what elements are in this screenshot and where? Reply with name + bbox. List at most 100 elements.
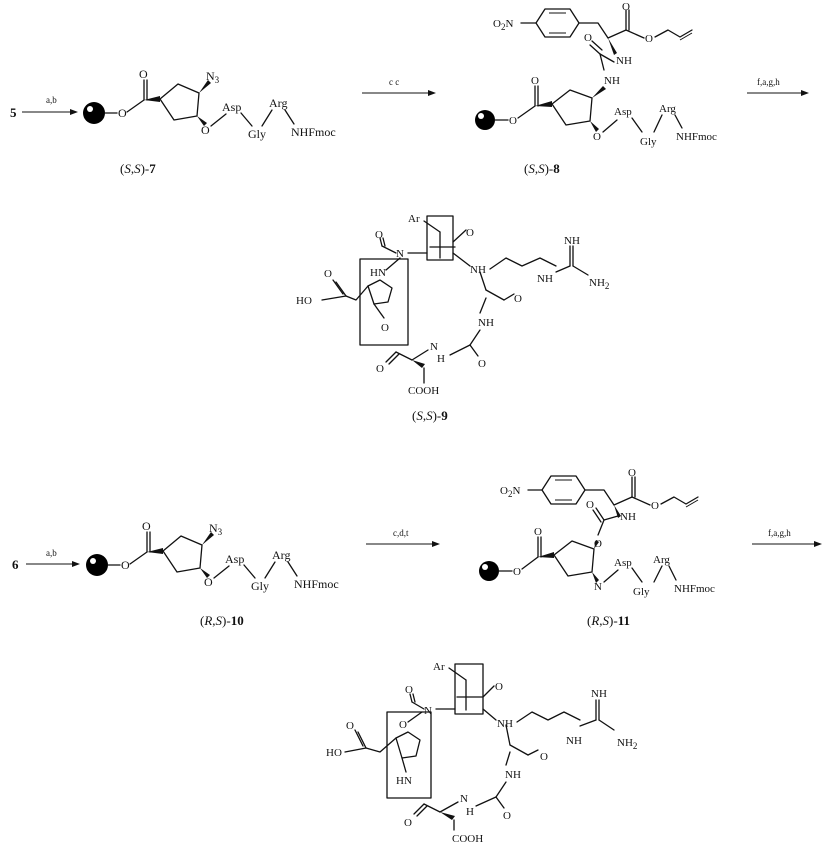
cooh-9: COOH bbox=[408, 385, 439, 397]
allyl-ester-oxygen: O bbox=[645, 33, 653, 45]
carbonyl-oxygen: O bbox=[534, 526, 542, 538]
asp-residue: Asp bbox=[225, 552, 244, 566]
guanidine-imine-nh: NH bbox=[591, 688, 607, 700]
urea-nh-bottom: NH bbox=[604, 75, 620, 87]
acid-ho-12: HO bbox=[326, 747, 342, 759]
amide-oxygen-9b: O bbox=[466, 227, 474, 239]
nhfmoc-group: NHFmoc bbox=[674, 583, 715, 595]
urea-oxygen: O bbox=[584, 32, 592, 44]
nhfmoc-group: NHFmoc bbox=[676, 131, 717, 143]
guanidine-imine-nh: NH bbox=[564, 235, 580, 247]
amide-oxygen-12c: O bbox=[540, 751, 548, 763]
amine-n-11: N bbox=[594, 581, 602, 593]
arg-residue: Arg bbox=[272, 548, 290, 562]
ring-oxygen-9: O bbox=[381, 322, 389, 334]
arg-residue: Arg bbox=[653, 554, 670, 566]
cyclopropyl-box bbox=[426, 215, 454, 261]
ester-oxygen: O bbox=[118, 106, 127, 120]
carbamate-carbonyl-oxygen: O bbox=[586, 499, 594, 511]
acid-oxygen-9: O bbox=[324, 268, 332, 280]
amide-n-12e: N bbox=[460, 793, 468, 805]
asp-residue: Asp bbox=[614, 557, 632, 569]
arrow-8-to-9 bbox=[747, 90, 809, 96]
ester-oxygen: O bbox=[509, 115, 517, 127]
nhfmoc-group: NHFmoc bbox=[294, 577, 339, 591]
amide-oxygen-12d: O bbox=[503, 810, 511, 822]
guanidine-nh2: NH2 bbox=[617, 737, 637, 751]
arg-residue: Arg bbox=[269, 96, 287, 110]
nitro-group: O2N bbox=[500, 485, 520, 499]
acid-oxygen-12: O bbox=[346, 720, 354, 732]
acid-ho-9: HO bbox=[296, 295, 312, 307]
carbamate-nh: NH bbox=[620, 511, 636, 523]
compound-10-label: (R,S)-10 bbox=[200, 613, 244, 628]
carbonyl-oxygen: O bbox=[142, 519, 151, 533]
bead-highlight bbox=[482, 564, 488, 570]
compound-9: Ar N O O NH NH NH NH2 O NH O N H bbox=[296, 213, 609, 397]
guanidine-nh2: NH2 bbox=[589, 277, 609, 291]
asp-residue: Asp bbox=[222, 100, 241, 114]
gly-residue: Gly bbox=[251, 579, 269, 593]
compound-8-label: (S,S)-8 bbox=[524, 161, 560, 176]
compound-8: O2N O O NH O NH O O O Asp bbox=[475, 1, 717, 148]
arrow-10-to-11 bbox=[366, 541, 440, 547]
ester-carbonyl-oxygen: O bbox=[628, 467, 636, 479]
azide-label: N3 bbox=[206, 69, 220, 85]
amide-h-9e: H bbox=[437, 353, 445, 365]
azide-label: N3 bbox=[209, 521, 223, 537]
arrow-5-to-7 bbox=[22, 109, 78, 115]
gly-residue: Gly bbox=[640, 136, 657, 148]
arrow-7-to-8 bbox=[362, 90, 436, 96]
amine-hn-9: HN bbox=[370, 267, 386, 279]
compound-12: Ar N O O NH NH NH NH2 O NH O N H bbox=[326, 661, 637, 845]
amide-oxygen-12a: O bbox=[405, 684, 413, 696]
conditions-a-b-top: a,b bbox=[46, 95, 57, 105]
bead-highlight bbox=[90, 558, 96, 564]
asp-residue: Asp bbox=[614, 106, 632, 118]
ester-carbonyl-oxygen: O bbox=[622, 1, 630, 13]
aryl-group: Ar bbox=[433, 661, 445, 673]
cooh-12: COOH bbox=[452, 833, 483, 845]
bead-highlight bbox=[478, 113, 484, 119]
allyl-ester-oxygen: O bbox=[651, 500, 659, 512]
compound-6-label: 6 bbox=[12, 557, 19, 572]
compound-5-label: 5 bbox=[10, 105, 17, 120]
ether-oxygen: O bbox=[204, 575, 213, 589]
gly-residue: Gly bbox=[633, 586, 650, 598]
bicyclic-box bbox=[386, 711, 432, 799]
ester-oxygen: O bbox=[513, 566, 521, 578]
arrow-11-to-12 bbox=[752, 541, 822, 547]
resin-bead bbox=[475, 110, 495, 130]
compound-10: O O N3 O Asp Gly Arg NHFmoc bbox=[86, 519, 339, 593]
nitro-group: O2N bbox=[493, 18, 513, 32]
urea-nh-top: NH bbox=[616, 55, 632, 67]
amide-oxygen-9c: O bbox=[514, 293, 522, 305]
ether-oxygen: O bbox=[593, 131, 601, 143]
compound-7: O O N3 O Asp Gly Arg NHFmoc bbox=[83, 67, 336, 141]
amide-n-9e: N bbox=[430, 341, 438, 353]
amine-hn-12: HN bbox=[396, 775, 412, 787]
amide-n-9a: N bbox=[396, 248, 404, 260]
compound-11-label: (R,S)-11 bbox=[587, 613, 630, 628]
amide-nh-9c: NH bbox=[470, 264, 486, 276]
amide-oxygen-9e: O bbox=[376, 363, 384, 375]
amide-h-12e: H bbox=[466, 806, 474, 818]
guanidine-nh: NH bbox=[537, 273, 553, 285]
amide-nh-12d: NH bbox=[505, 769, 521, 781]
amide-n-12a: N bbox=[424, 705, 432, 717]
amide-oxygen-12e: O bbox=[404, 817, 412, 829]
cyclopropyl-box bbox=[454, 663, 484, 715]
amide-nh-9d: NH bbox=[478, 317, 494, 329]
amide-oxygen-9a: O bbox=[375, 229, 383, 241]
carbonyl-oxygen: O bbox=[139, 67, 148, 81]
conditions-a-b-bottom: a,b bbox=[46, 548, 57, 558]
amide-oxygen-9d: O bbox=[478, 358, 486, 370]
conditions-c-c-top: c c bbox=[389, 77, 399, 87]
resin-bead bbox=[83, 102, 105, 124]
compound-9-label: (S,S)-9 bbox=[412, 408, 448, 423]
resin-bead bbox=[86, 554, 108, 576]
amide-nh-12c: NH bbox=[497, 718, 513, 730]
arg-residue: Arg bbox=[659, 103, 676, 115]
